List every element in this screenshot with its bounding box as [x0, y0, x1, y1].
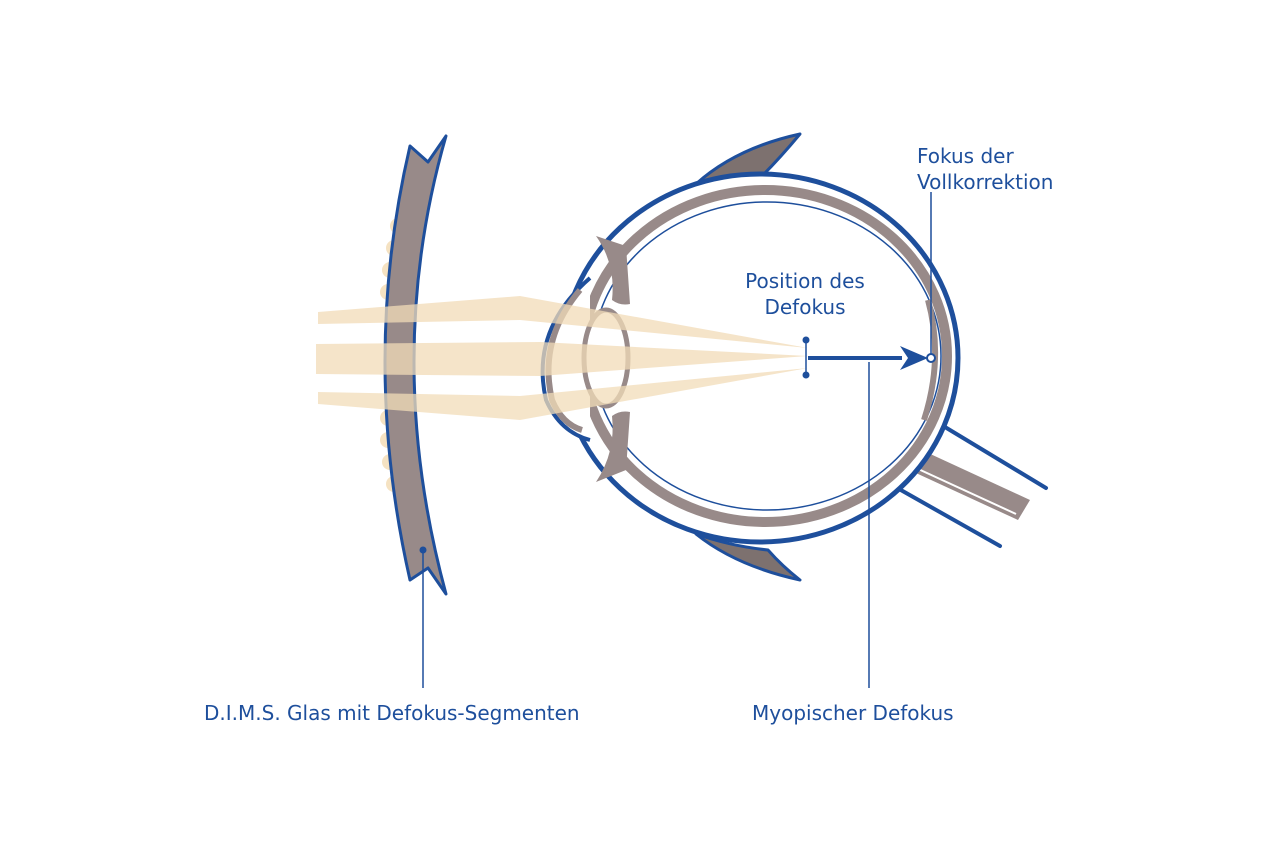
- dims-glass-label: D.I.M.S. Glas mit Defokus-Segmenten: [204, 701, 580, 725]
- spectacle-lens-body: [383, 134, 448, 596]
- defocus-position-line2: Defokus: [764, 295, 846, 319]
- myopic-defocus-label: Myopischer Defokus: [752, 701, 954, 725]
- leader-lines: [422, 192, 932, 688]
- central-beam: [316, 342, 808, 376]
- defocus-position-label: Position des Defokus: [725, 268, 885, 320]
- dims-spectacle-lens: [380, 134, 448, 596]
- leader-points: [419, 336, 936, 554]
- upper-beam: [318, 296, 808, 348]
- lower-eyelid: [694, 532, 802, 582]
- light-beams: [316, 296, 808, 420]
- defocus-point-upper: [802, 336, 810, 344]
- full-correction-focus-label: Fokus der Vollkorrektion: [917, 143, 1053, 195]
- glass-point: [419, 546, 427, 554]
- focus-arrow: [808, 346, 928, 370]
- lower-beam: [318, 368, 808, 420]
- full-correction-line1: Fokus der: [917, 144, 1014, 168]
- iris-upper: [596, 236, 630, 305]
- full-correction-point: [926, 353, 936, 363]
- defocus-point-lower: [802, 371, 810, 379]
- full-correction-line2: Vollkorrektion: [917, 170, 1054, 194]
- iris-lower: [596, 411, 630, 482]
- defocus-position-line1: Position des: [745, 269, 865, 293]
